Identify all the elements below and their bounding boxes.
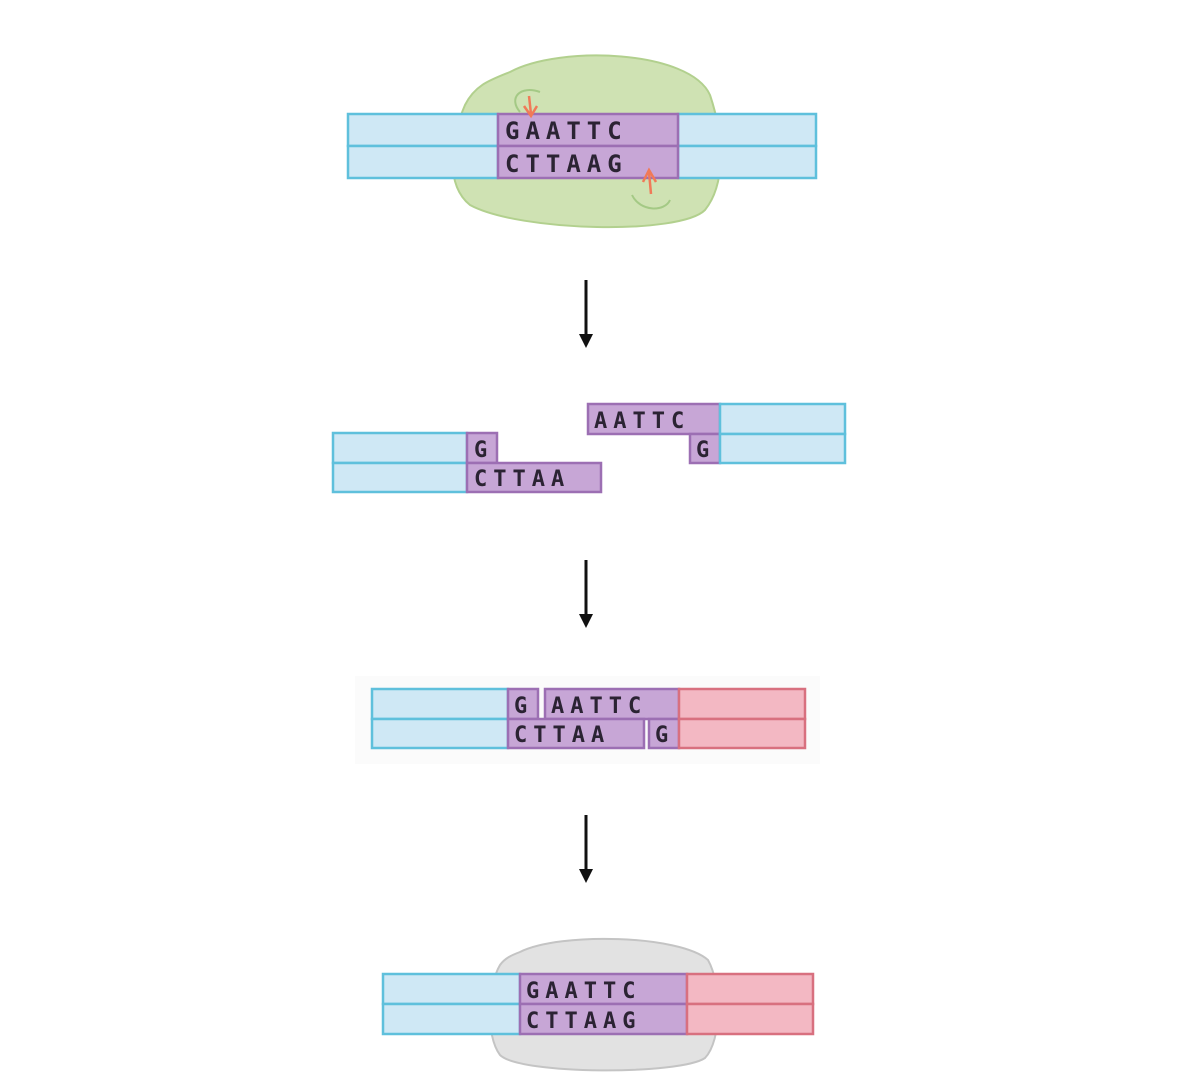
stage4-left-top-blue — [381, 972, 522, 1006]
right-fragment-bottom-blue — [718, 432, 847, 465]
stage2-cut-fragments: G CTTAA AATTC G — [331, 402, 847, 494]
stage1-enzyme-bound-dna: GAATTC CTTAAG — [346, 54, 818, 229]
enzyme-curve-top — [514, 89, 541, 113]
recognition-site-top — [496, 112, 680, 148]
left-fragment-top-blue — [331, 431, 469, 465]
left-fragment-bottom-blue — [331, 461, 469, 494]
stage3-bottom-left-seq: CTTAA — [514, 723, 610, 748]
dna-right-bottom-strand — [676, 144, 818, 180]
stage3-right-bottom-pink — [677, 717, 807, 750]
stage3-bottom-cttaa-block — [506, 717, 646, 750]
flow-arrow-3-icon — [579, 815, 593, 883]
dna-left-bottom-strand — [346, 144, 500, 180]
stage4-site-bottom — [518, 1002, 689, 1036]
stage3-top-g-block — [506, 687, 540, 721]
site-sequence-bottom: CTTAAG — [505, 150, 628, 178]
stage4-left-bottom-blue — [381, 1002, 522, 1036]
site-sequence-top: GAATTC — [505, 117, 628, 145]
cut-arrow-bottom-icon — [641, 167, 658, 195]
left-fragment: G CTTAA — [331, 431, 603, 494]
left-fragment-top-seq: G — [474, 438, 493, 463]
stage3-left-top-blue — [370, 687, 510, 721]
stage4-right-bottom-pink — [685, 1002, 815, 1036]
flow-arrow-2-icon — [579, 560, 593, 628]
stage4-sequence-top: GAATTC — [526, 979, 641, 1004]
flow-arrow-1-icon — [579, 280, 593, 348]
stage3-right-top-pink — [677, 687, 807, 721]
stage4-sequence-bottom: CTTAAG — [526, 1009, 641, 1034]
stage3-bottom-right-seq: G — [655, 723, 674, 748]
right-fragment: AATTC G — [586, 402, 847, 465]
left-fragment-bottom-seq: CTTAA — [474, 467, 570, 492]
stage3-top-right-seq: AATTC — [551, 694, 647, 719]
stage3-annealed-dna: G AATTC CTTAA G — [355, 676, 820, 764]
right-fragment-bottom-seq: G — [696, 438, 715, 463]
cut-arrow-top-icon — [522, 95, 539, 119]
enzyme-curve-bottom — [631, 194, 671, 210]
left-fragment-sticky-end — [465, 461, 603, 494]
left-fragment-top-purple — [465, 431, 499, 465]
stage3-top-left-seq: G — [514, 694, 533, 719]
stage4-right-top-pink — [685, 972, 815, 1006]
stage3-left-bottom-blue — [370, 717, 510, 750]
stage4-ligated-dna: GAATTC CTTAAG — [381, 937, 815, 1072]
dna-left-top-strand — [346, 112, 500, 148]
right-fragment-top-blue — [718, 402, 847, 436]
right-fragment-top-seq: AATTC — [594, 409, 690, 434]
dna-right-top-strand — [676, 112, 818, 148]
